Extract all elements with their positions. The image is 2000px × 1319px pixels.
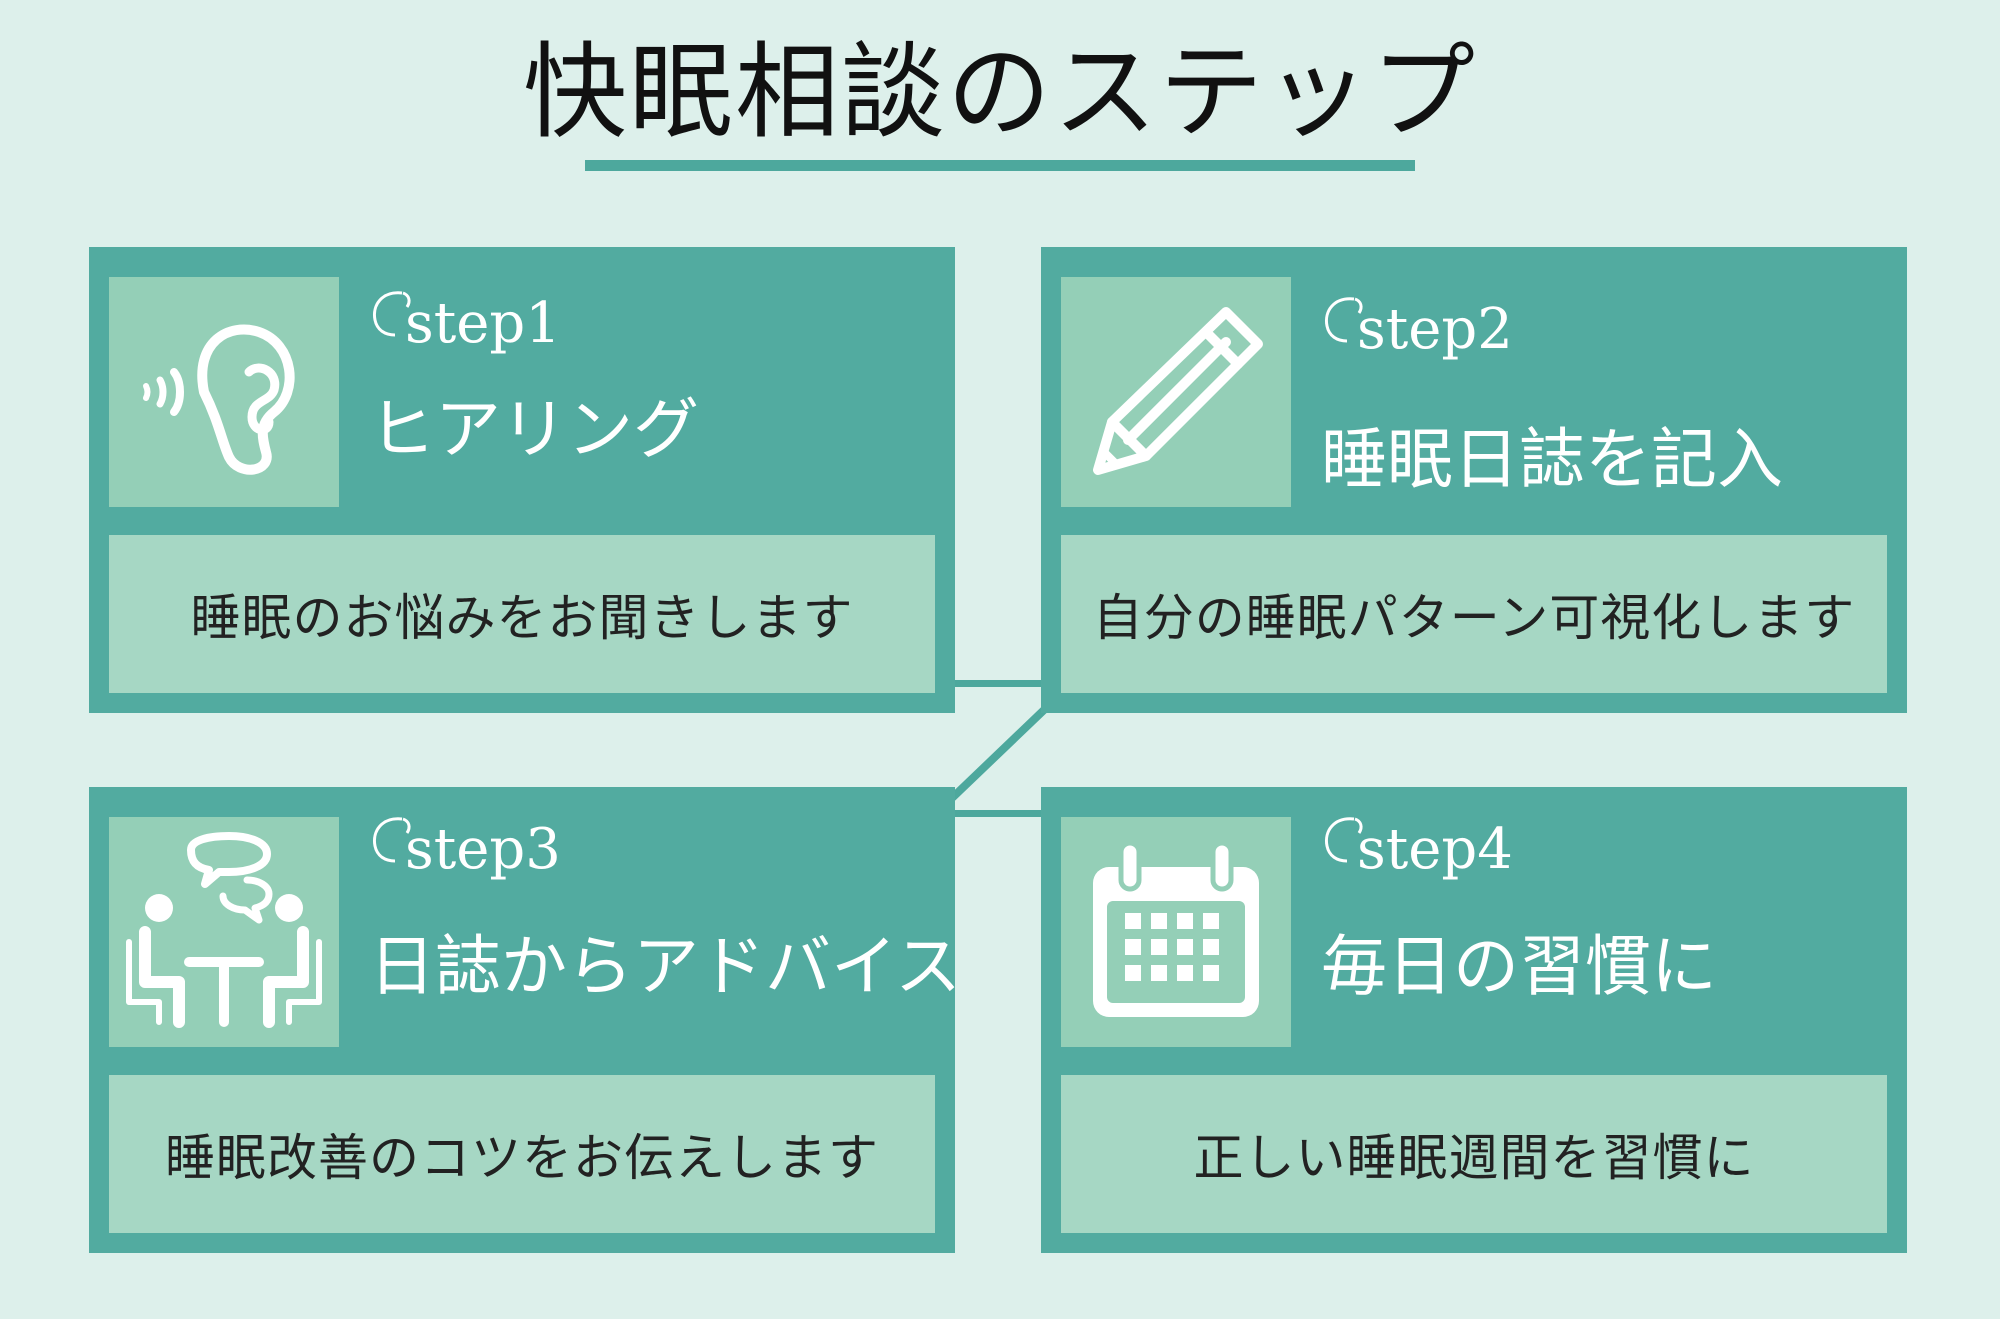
step-heading: 日誌からアドバイス <box>369 928 962 1005</box>
swirl-icon <box>1324 297 1363 343</box>
step-description: 睡眠改善のコツをお伝えします <box>165 1129 879 1187</box>
step-description-box: 睡眠改善のコツをお伝えします <box>109 1075 935 1233</box>
step-number: step1 <box>369 289 561 359</box>
step-card-2: step2 睡眠日誌を記入 自分の睡眠パターン可視化します <box>1041 247 1907 713</box>
step-number: step2 <box>1321 295 1513 365</box>
step-description-box: 正しい睡眠週間を習慣に <box>1061 1075 1887 1233</box>
consultation-icon <box>126 832 322 1028</box>
step-description: 自分の睡眠パターン可視化します <box>1092 589 1856 647</box>
pencil-icon <box>1093 307 1263 475</box>
step-heading: 毎日の習慣に <box>1321 928 1717 1005</box>
step-heading: ヒアリング <box>369 391 699 468</box>
step-icon-box <box>109 277 339 507</box>
step-card-4: step4 毎日の習慣に 正しい睡眠週間を習慣に <box>1041 787 1907 1253</box>
connector-line-bottom <box>955 810 1041 817</box>
step-card-1: step1 ヒアリング 睡眠のお悩みをお聞きします <box>89 247 955 713</box>
step-icon-box <box>109 817 339 1047</box>
swirl-icon <box>372 291 411 337</box>
step-description: 睡眠のお悩みをお聞きします <box>190 589 854 647</box>
step-heading: 睡眠日誌を記入 <box>1321 421 1783 498</box>
step-description: 正しい睡眠週間を習慣に <box>1193 1129 1755 1187</box>
title-underline <box>585 160 1415 171</box>
swirl-icon <box>1324 817 1363 863</box>
swirl-icon <box>372 817 411 863</box>
step-description-box: 睡眠のお悩みをお聞きします <box>109 535 935 693</box>
connector-line-diagonal <box>948 706 1048 802</box>
page-title: 快眠相談のステップ <box>522 31 1477 153</box>
step-number: step3 <box>369 815 561 885</box>
connector-line-top <box>955 680 1041 687</box>
step-description-box: 自分の睡眠パターン可視化します <box>1061 535 1887 693</box>
step-card-3: step3 日誌からアドバイス 睡眠改善のコツをお伝えします <box>89 787 961 1253</box>
step-icon-box <box>1061 817 1291 1047</box>
calendar-icon <box>1093 840 1259 1017</box>
step-icon-box <box>1061 277 1291 507</box>
ear-icon <box>143 324 295 475</box>
step-number: step4 <box>1321 815 1513 885</box>
